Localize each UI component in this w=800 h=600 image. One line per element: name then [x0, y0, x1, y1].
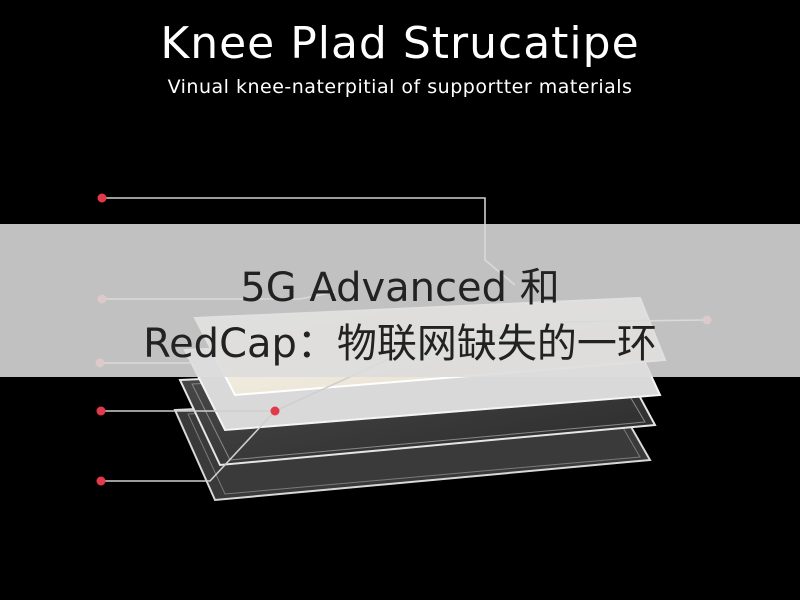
marker-dot-1: [97, 193, 107, 203]
page-subtitle: Vinual knee-naterpitial of supportter ma…: [167, 76, 633, 98]
overlay-caption-line-2: RedCap：物联网缺失的一环: [143, 321, 657, 367]
marker-dot-6: [270, 406, 280, 416]
marker-dot-5: [96, 476, 106, 486]
marker-dot-4: [96, 406, 106, 416]
caption-overlay-band: [0, 224, 800, 377]
overlay-caption-line-1: 5G Advanced 和: [240, 265, 560, 311]
page-title: Knee Plad Strucatipe: [160, 18, 640, 69]
